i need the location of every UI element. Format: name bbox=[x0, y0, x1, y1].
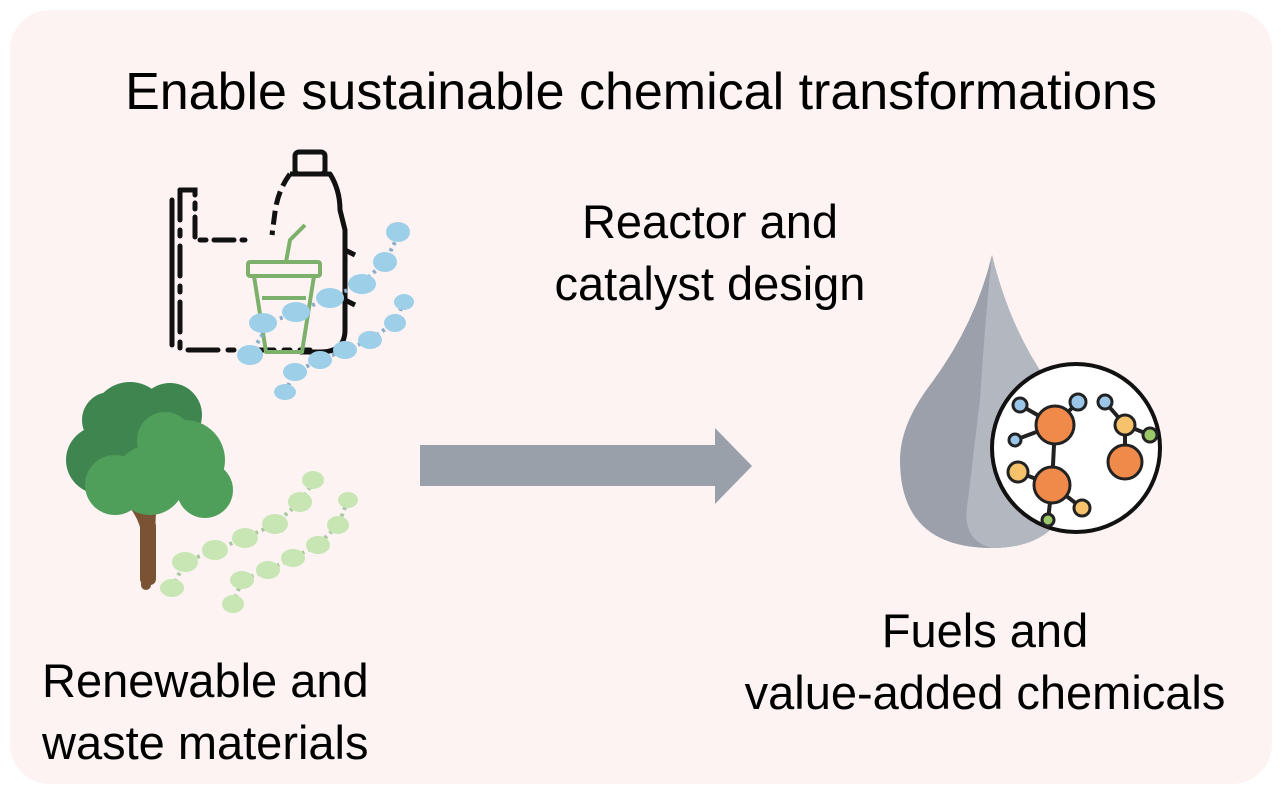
product-label-line2: value-added chemicals bbox=[744, 666, 1226, 719]
diagram-title: Enable sustainable chemical transformati… bbox=[125, 63, 1157, 121]
process-label: Reactor and catalyst design bbox=[480, 191, 940, 315]
product-label-line1: Fuels and bbox=[881, 604, 1089, 657]
process-label-line1: Reactor and bbox=[581, 195, 839, 248]
source-label-line2: waste materials bbox=[42, 716, 369, 769]
polymer-chain-icon bbox=[160, 471, 324, 597]
polymer-chain-icon bbox=[222, 492, 358, 613]
arrow-icon bbox=[420, 428, 752, 504]
plastic-bag-icon bbox=[169, 187, 313, 353]
process-label-line2: catalyst design bbox=[554, 257, 866, 310]
tree-icon bbox=[66, 382, 233, 590]
bottle-icon bbox=[269, 149, 357, 355]
diagram-artwork bbox=[66, 149, 1162, 613]
diagram-card: Enable sustainable chemical transformati… bbox=[10, 10, 1272, 784]
product-label: Fuels and value-added chemicals bbox=[700, 600, 1270, 724]
polymer-chain-icon bbox=[274, 294, 414, 400]
source-label-line1: Renewable and bbox=[42, 654, 369, 707]
source-label: Renewable and waste materials bbox=[30, 650, 482, 774]
cup-icon bbox=[246, 223, 322, 354]
molecule-icon bbox=[990, 362, 1162, 534]
polymer-chain-icon bbox=[237, 222, 412, 365]
